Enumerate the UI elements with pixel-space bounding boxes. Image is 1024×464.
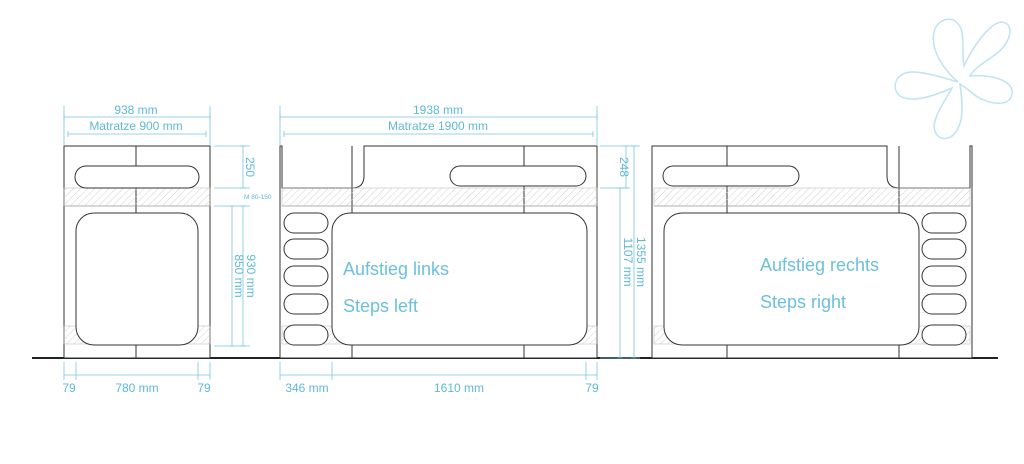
front-bottom-left: 346 mm xyxy=(285,381,328,395)
front-top-width: 1938 mm xyxy=(413,103,463,117)
right-top-rail-opening xyxy=(662,165,800,187)
side-vert-mid: M 80-150 xyxy=(244,194,272,201)
front-view-steps-right: Aufstieg rechts Steps right xyxy=(651,145,973,359)
label-steps-left-de: Aufstieg links xyxy=(343,259,449,279)
side-lower-opening xyxy=(75,212,199,346)
front-view-steps-left: Aufstieg links Steps left 1938 mm Matrat… xyxy=(279,103,648,395)
front-vert-top: 248 xyxy=(617,157,631,177)
right-lower-opening xyxy=(663,212,920,346)
front-top-mattress: Matratze 1900 mm xyxy=(388,119,488,133)
label-steps-left-en: Steps left xyxy=(343,296,418,316)
side-top-mattress: Matratze 900 mm xyxy=(89,119,182,133)
front-vert-outer: 1355 mm xyxy=(634,237,648,287)
front-vert-inner: 1107 mm xyxy=(621,237,635,286)
left-top-rail-opening xyxy=(449,165,587,187)
side-vert-top: 250 xyxy=(243,157,257,177)
side-vert-outer: 930 mm xyxy=(244,254,258,297)
flower-logo-icon xyxy=(894,18,1013,140)
side-bottom-right: 79 xyxy=(197,381,211,395)
side-bottom-middle: 780 mm xyxy=(115,381,158,395)
label-steps-right-de: Aufstieg rechts xyxy=(760,255,879,275)
side-view: 938 mm Matratze 900 mm 79 780 mm 79 250 … xyxy=(62,103,272,395)
side-top-rail-opening xyxy=(74,165,200,189)
label-steps-right-en: Steps right xyxy=(760,292,846,312)
side-vert-inner: 850 mm xyxy=(232,254,246,297)
front-bottom-right: 79 xyxy=(585,381,599,395)
side-top-width: 938 mm xyxy=(114,103,157,117)
left-ladder-steps xyxy=(283,212,329,346)
front-bottom-middle: 1610 mm xyxy=(434,381,484,395)
left-lower-opening xyxy=(331,212,588,346)
right-ladder-steps xyxy=(921,212,967,346)
side-bottom-left: 79 xyxy=(62,381,76,395)
